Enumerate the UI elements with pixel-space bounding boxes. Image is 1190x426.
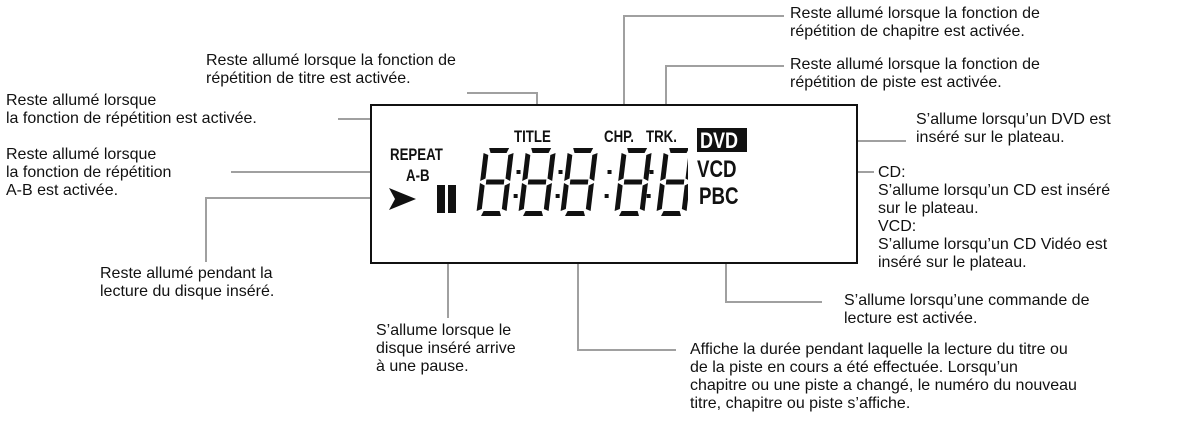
separator-dot (646, 194, 651, 198)
leader-play (205, 197, 397, 262)
separator-dot (513, 194, 518, 198)
ab-indicator: A-B (406, 166, 430, 185)
annotation-repeat-chapter: Reste allumé lorsque la fonction de répé… (790, 5, 1040, 40)
separator-dot (604, 194, 609, 198)
lcd-panel (370, 104, 858, 264)
annotation-play: Reste allumé pendant la lecture du disqu… (100, 265, 275, 300)
annotation-time: Affiche la durée pendant laquelle la lec… (690, 341, 1077, 412)
separator-dot (555, 194, 560, 198)
digit-2 (518, 148, 556, 216)
annotation-repeat-title: Reste allumé lorsque la fonction de répé… (206, 52, 456, 87)
annotation-pbc: S’allume lorsqu’une commande de lecture … (844, 292, 1090, 327)
digit-4 (614, 148, 652, 216)
repeat-indicator: REPEAT (390, 145, 443, 164)
annotation-repeat-track: Reste allumé lorsque la fonction de répé… (790, 56, 1040, 91)
digit-3 (560, 148, 598, 216)
digit-1 (476, 148, 514, 216)
vcd-indicator: VCD (697, 156, 737, 183)
separator-dot (649, 170, 654, 174)
chapter-indicator: CHP. (604, 127, 634, 146)
separator-dot (607, 170, 612, 174)
leader-chapter (623, 15, 784, 124)
separator-dot (558, 170, 563, 174)
annotation-repeat: Reste allumé lorsque la fonction de répé… (6, 92, 257, 127)
time-display (476, 148, 688, 216)
separator-dot (516, 170, 521, 174)
dvd-indicator-background (697, 128, 747, 152)
annotation-cd-vcd: CD: S’allume lorsqu’un CD est inséré sur… (878, 164, 1111, 271)
title-indicator: TITLE (514, 127, 551, 146)
track-indicator: TRK. (646, 127, 677, 146)
leader-time (577, 232, 676, 351)
pause-icon (437, 185, 456, 213)
dvd-indicator: DVD (700, 128, 739, 153)
annotation-dvd: S’allume lorsqu’un DVD est inséré sur le… (916, 111, 1111, 146)
digit-5 (656, 148, 688, 216)
play-icon (389, 188, 416, 210)
annotation-repeat-ab: Reste allumé lorsque la fonction de répé… (6, 146, 172, 199)
pbc-indicator: PBC (699, 183, 739, 210)
annotation-pause: S’allume lorsque le disque inséré arrive… (376, 322, 516, 375)
